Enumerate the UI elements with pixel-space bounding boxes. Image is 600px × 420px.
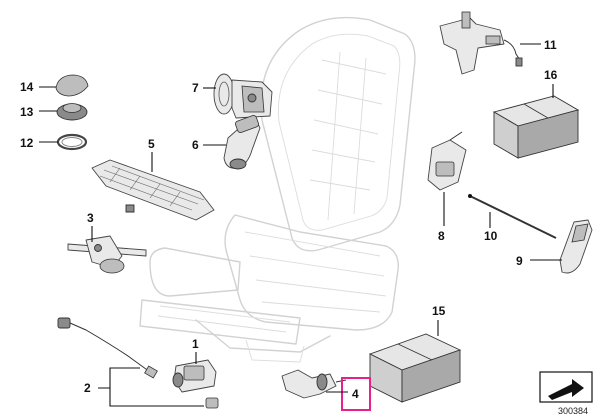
callout-13: 13 — [20, 105, 57, 119]
callout-7-label: 7 — [192, 81, 199, 95]
callout-11: 11 — [520, 38, 557, 52]
callout-4-label: 4 — [352, 387, 359, 401]
callout-6-label: 6 — [192, 138, 199, 152]
part-14-cap — [55, 74, 89, 97]
callout-3: 3 — [87, 211, 94, 242]
callout-6: 6 — [192, 138, 226, 152]
part-6-motor — [223, 115, 261, 170]
callout-12: 12 — [20, 136, 58, 150]
callout-1-label: 1 — [192, 337, 199, 351]
callout-8-label: 8 — [438, 229, 445, 243]
part-7-actuator — [213, 73, 273, 119]
callout-4: 4 — [326, 377, 371, 411]
callout-16-label: 16 — [544, 68, 558, 82]
part-16-box — [492, 95, 580, 159]
callout-10-label: 10 — [484, 229, 498, 243]
part-12-ring — [56, 133, 88, 151]
seat-frame — [139, 16, 416, 363]
callout-14: 14 — [20, 80, 56, 94]
callout-16: 16 — [544, 68, 558, 98]
callout-12-label: 12 — [20, 136, 34, 150]
part-10-rod — [468, 194, 557, 239]
callout-11-label: 11 — [544, 38, 557, 52]
callout-8: 8 — [438, 192, 445, 243]
callout-1: 1 — [192, 337, 199, 364]
part-5-tray — [91, 159, 215, 221]
callout-7: 7 — [192, 81, 216, 95]
part-13-knob — [56, 103, 88, 121]
callout-5-label: 5 — [148, 137, 155, 151]
callout-5: 5 — [148, 137, 155, 172]
part-9-handle — [559, 219, 593, 274]
part-8-actuator — [427, 131, 467, 191]
callout-2-label: 2 — [84, 381, 91, 395]
callout-9-label: 9 — [516, 254, 523, 268]
callout-4-highlight-frame — [341, 377, 371, 411]
callout-2: 2 — [84, 367, 204, 407]
callout-9: 9 — [516, 254, 562, 268]
callout-15: 15 — [432, 304, 446, 336]
callout-3-label: 3 — [87, 211, 94, 225]
part-11-bracket — [439, 11, 523, 75]
callout-10: 10 — [484, 212, 498, 243]
part-4-unit — [281, 369, 347, 399]
part-15-box — [368, 333, 462, 403]
part-3-linkage — [67, 235, 147, 274]
callout-14-label: 14 — [20, 80, 34, 94]
direction-arrow-icon — [539, 371, 593, 403]
callout-15-label: 15 — [432, 304, 446, 318]
part-1-motor — [172, 359, 217, 393]
callout-13-label: 13 — [20, 105, 34, 119]
diagram-id: 300384 — [558, 406, 588, 416]
part-2-cable — [57, 317, 219, 409]
